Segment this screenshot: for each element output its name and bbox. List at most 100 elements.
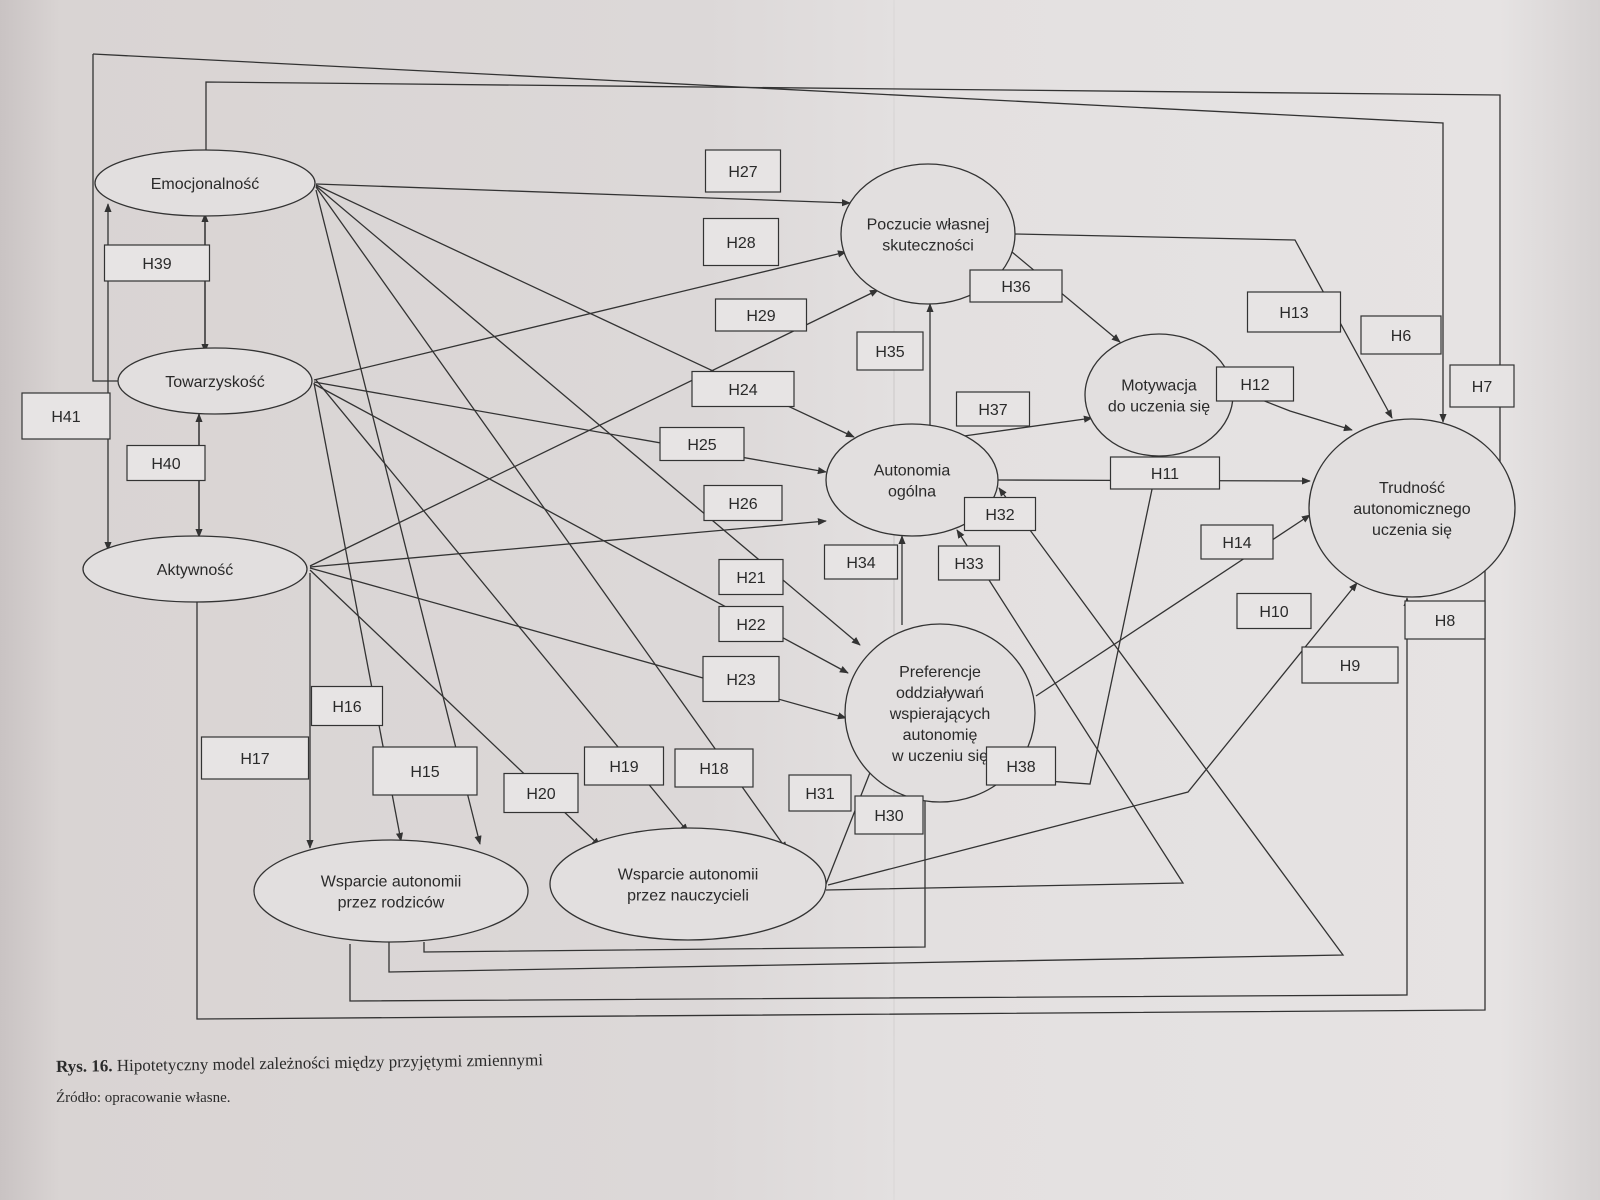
hypothesis-label-h25: H25 (687, 437, 716, 454)
hypothesis-box-h11 (1109, 456, 1221, 490)
node-label-towarzyskosc: Towarzyskość (165, 374, 265, 391)
edge-h7 (92, 54, 120, 382)
hypothesis-box-h18 (674, 748, 754, 788)
node-label-trudnosc: Trudność (1379, 480, 1445, 497)
hypothesis-box-h41 (21, 392, 111, 440)
node-emocjonalnosc (94, 149, 316, 217)
hypothesis-box-h28 (702, 217, 780, 267)
node-label-trudnosc: autonomicznego (1353, 501, 1471, 518)
hypothesis-box-h17 (200, 736, 310, 780)
edge-h33 (825, 529, 1185, 891)
hypothesis-box-h35 (856, 331, 924, 371)
edge-h7 (92, 53, 1447, 423)
hypothesis-box-h14 (1200, 524, 1274, 560)
hypothesis-label-h30: H30 (874, 808, 903, 825)
hypothesis-box-h19 (583, 746, 665, 786)
edge-h6 (205, 81, 1504, 491)
hypothesis-box-h20 (503, 772, 579, 814)
hypothesis-label-h24: H24 (728, 382, 757, 399)
hypothesis-label-h14: H14 (1222, 535, 1251, 552)
hypothesis-box-h27 (704, 149, 782, 193)
hypothesis-label-h27: H27 (728, 164, 757, 181)
hypothesis-label-h20: H20 (526, 786, 555, 803)
node-label-motywacja: do uczenia się (1108, 399, 1210, 416)
hypothesis-label-h37: H37 (978, 402, 1007, 419)
node-towarzyskosc (117, 347, 313, 415)
hypothesis-box-h34 (823, 544, 899, 580)
edge-h31 (825, 759, 876, 885)
figure-number: Rys. 16. (55, 1056, 113, 1076)
hypothesis-label-h33: H33 (954, 556, 983, 573)
hypothesis-box-h10 (1236, 592, 1312, 630)
hypothesis-box-h15 (372, 746, 478, 796)
hypothesis-label-h35: H35 (875, 344, 904, 361)
hypothesis-label-h39: H39 (142, 256, 171, 273)
node-motywacja (1084, 333, 1234, 457)
hypothesis-box-h6 (1360, 315, 1442, 355)
hypothesis-label-h34: H34 (846, 555, 875, 572)
hypothesis-box-h7 (1449, 364, 1515, 408)
hypothesis-box-h30 (854, 795, 924, 835)
hypothesis-box-h16 (310, 685, 384, 727)
hypothesis-label-h21: H21 (736, 570, 765, 587)
node-label-emocjonalnosc: Emocjonalność (151, 176, 260, 193)
hypothesis-box-h24 (691, 370, 795, 408)
hypothesis-box-h31 (788, 774, 852, 812)
hypothesis-label-h28: H28 (726, 235, 755, 252)
hypothesis-box-h40 (126, 444, 206, 482)
figure-source: Źródło: opracowanie własne. (56, 1090, 231, 1106)
hypothesis-box-h23 (702, 655, 780, 703)
hypothesis-label-h17: H17 (240, 751, 269, 768)
hypothesis-label-h8: H8 (1435, 613, 1456, 630)
node-label-rodzice: przez rodziców (338, 895, 445, 912)
node-label-autonomia: ogólna (888, 484, 936, 501)
hypothesis-label-h36: H36 (1001, 279, 1030, 296)
hypothesis-box-h32 (963, 496, 1037, 532)
hypothesis-box-h21 (718, 558, 784, 596)
edge-h10 (827, 582, 1358, 886)
hypothesis-label-h29: H29 (746, 308, 775, 325)
edge-h28 (313, 250, 847, 381)
node-label-preferencje: oddziaływań (896, 685, 984, 702)
node-rodzice (253, 839, 529, 943)
hypothesis-box-h12 (1215, 366, 1295, 402)
node-aktywnosc (82, 535, 308, 603)
node-autonomia (825, 423, 999, 537)
hypothesis-label-h16: H16 (332, 699, 361, 716)
edge-h26 (309, 518, 827, 568)
hypothesis-label-h13: H13 (1279, 305, 1308, 322)
hypothesis-label-h40: H40 (151, 456, 180, 473)
node-label-poczucie: skuteczności (882, 238, 974, 255)
node-label-nauczyciele: przez nauczycieli (627, 888, 749, 905)
hypothesis-box-h8 (1404, 600, 1486, 640)
hypothesis-box-h33 (937, 545, 1001, 581)
hypothesis-label-h32: H32 (985, 507, 1014, 524)
hypothesis-label-h9: H9 (1340, 658, 1361, 675)
node-label-preferencje: w uczeniu się (891, 748, 988, 765)
hypothesis-label-h11: H11 (1151, 466, 1179, 483)
hypothesis-label-h6: H6 (1391, 328, 1412, 345)
edge-h27 (315, 183, 851, 207)
hypothesis-box-h38 (985, 746, 1057, 786)
node-label-nauczyciele: Wsparcie autonomii (618, 867, 759, 884)
hypothesis-label-h23: H23 (726, 672, 755, 689)
edge-h15 (315, 189, 482, 845)
node-label-poczucie: Poczucie własnej (867, 217, 990, 234)
hypothesis-label-h10: H10 (1259, 604, 1288, 621)
hypothesis-label-h38: H38 (1006, 759, 1035, 776)
node-label-preferencje: Preferencje (899, 664, 981, 681)
hypothesis-label-h22: H22 (736, 617, 765, 634)
hypothesis-box-h37 (955, 391, 1031, 427)
node-label-preferencje: wspierających (889, 706, 990, 723)
node-label-rodzice: Wsparcie autonomii (321, 874, 462, 891)
edge-h29 (309, 289, 879, 567)
edge-h32 (388, 487, 1345, 973)
hypothesis-label-h15: H15 (410, 764, 439, 781)
edge-h30 (423, 786, 929, 953)
hypothesis-box-h29 (714, 298, 808, 332)
hypothesis-box-h13 (1246, 291, 1342, 333)
hypothesis-label-h41: H41 (51, 409, 80, 426)
node-label-preferencje: autonomię (903, 727, 978, 744)
hypothesis-label-h18: H18 (699, 761, 728, 778)
